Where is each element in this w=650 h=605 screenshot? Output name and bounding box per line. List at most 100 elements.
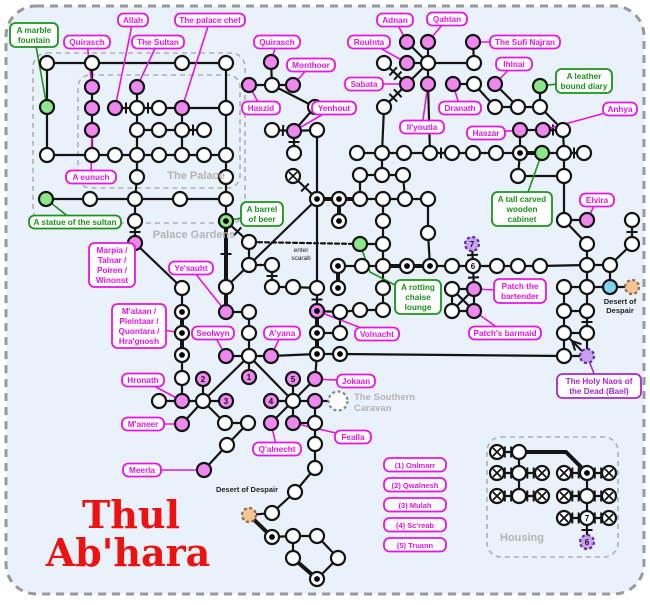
location-label-text: Patch the: [502, 282, 539, 291]
location-label-the-palace-chef: The palace chef: [175, 14, 245, 27]
location-label-a-yana: A'yana: [264, 327, 300, 340]
map-node-bd: [332, 214, 346, 228]
map-node-pn: 4: [264, 394, 278, 408]
map-node-bd: [310, 192, 324, 206]
location-label-the-sufi-najran: The Sufi Najran: [490, 36, 560, 49]
map-node-w: [175, 281, 189, 295]
map-node-w: [511, 100, 525, 114]
map-node-w: [445, 304, 459, 318]
map-node-w: [288, 485, 302, 499]
location-label-volnacht: Volnacht: [355, 328, 399, 341]
map-node-w: [130, 123, 144, 137]
map-node-p: [513, 123, 527, 137]
location-label-qahtan: Qahtan: [427, 13, 467, 26]
map-node-w: [152, 101, 166, 115]
location-label-text: Q'alnecht: [259, 445, 296, 454]
map-node-w: [489, 146, 503, 160]
map-node-bd: [423, 259, 437, 273]
map-node-p: [467, 282, 481, 296]
location-label-text: fountain: [18, 36, 50, 45]
map-node-w: [557, 169, 571, 183]
node-number: 6: [585, 538, 590, 547]
location-label-text: Haszid: [248, 104, 274, 113]
area-label-palace-gardens: Palace Gardens: [153, 229, 236, 241]
map-node-gd: [219, 214, 233, 228]
map-node-pd: [310, 304, 324, 318]
location-label-monthoor: Monthoor: [287, 59, 335, 72]
map-node-w: [577, 146, 591, 160]
location-label-text: Il'youtla: [407, 123, 438, 132]
map-node-w: [423, 146, 437, 160]
node-number: 6: [471, 262, 476, 271]
map-node-x: [557, 511, 571, 525]
location-label-il-youtla: Il'youtla: [400, 121, 444, 134]
location-label-text: A rotting: [401, 283, 435, 292]
map-node-w: [219, 192, 233, 206]
location-label-text: Dranath: [445, 104, 476, 113]
map-node-w: [85, 148, 99, 162]
map-node-p: [197, 463, 211, 477]
map-node-p: [287, 124, 301, 138]
location-label-text: A barrel: [247, 205, 278, 214]
location-label-marpia: Marpia /Talnar /Poiren /Winonst: [89, 243, 135, 287]
map-node-bd: [310, 347, 324, 361]
map-node-bd: [400, 259, 414, 273]
map-node-w: [242, 349, 256, 363]
map-node-x: [602, 489, 616, 503]
location-label-allah: Allah: [118, 14, 148, 27]
map-node-w: [445, 259, 459, 273]
map-node-w: [219, 148, 233, 162]
map-node-vd: [580, 349, 594, 363]
map-node-p: [580, 213, 594, 227]
location-label-m-aneer: M'aneer: [122, 418, 164, 431]
legend-item: (4) Sc'reab: [384, 518, 446, 532]
location-label-roulnta: Roulnta: [348, 36, 390, 49]
legend-item: (1) Onlmarr: [384, 458, 446, 472]
map-node-bd: [580, 466, 594, 480]
map-node-x: [535, 489, 549, 503]
map-node-w: [580, 258, 594, 272]
location-label-text: Quirasch: [259, 38, 295, 47]
location-label-text: Qahtan: [433, 15, 461, 24]
map-node-pn: 5: [286, 372, 300, 386]
location-label-text: Poiren /: [97, 266, 128, 275]
location-label-quirasch: Quirasch: [254, 36, 300, 49]
map-node-w: [376, 237, 390, 251]
location-label-text: Allah: [123, 16, 143, 25]
node-number: 2: [201, 375, 206, 384]
location-label-haszid: Haszid: [242, 102, 280, 115]
map-node-w: [242, 326, 256, 340]
location-label-hronath: Hronath: [122, 374, 164, 387]
map-text-scarab: scarab: [291, 255, 311, 262]
location-label-a-statue-of-the-sultan: A statue of the sultan: [29, 216, 121, 229]
map-node-w: [265, 123, 279, 137]
map-node-w: [333, 305, 347, 319]
location-label-text: M'alaan /: [122, 307, 157, 316]
map-node-w: [603, 258, 617, 272]
map-node-w: [376, 281, 390, 295]
map-node-w: [286, 280, 300, 294]
map-node-w: [265, 258, 279, 272]
location-label-text: The Sufi Najran: [495, 38, 555, 47]
map-node-wc: [329, 392, 348, 411]
map-node-p: [175, 394, 189, 408]
map-node-w: [130, 101, 144, 115]
map-node-p: [175, 101, 189, 115]
map-node-p: [219, 349, 233, 363]
location-label-text: A'yana: [269, 329, 296, 338]
map-node-w: [219, 101, 233, 115]
map-node-bd: [175, 326, 189, 340]
map-node-w: [557, 349, 571, 363]
node-number: 7: [585, 514, 590, 523]
map-node-w: [40, 148, 54, 162]
map-node-w: [557, 280, 571, 294]
map-node-x: [490, 489, 504, 503]
location-label-text: bartender: [501, 292, 540, 301]
location-label-text: Hra'gnosh: [119, 337, 159, 346]
location-label-text: Anhya: [607, 105, 632, 114]
map-node-wn: 6: [466, 259, 480, 273]
